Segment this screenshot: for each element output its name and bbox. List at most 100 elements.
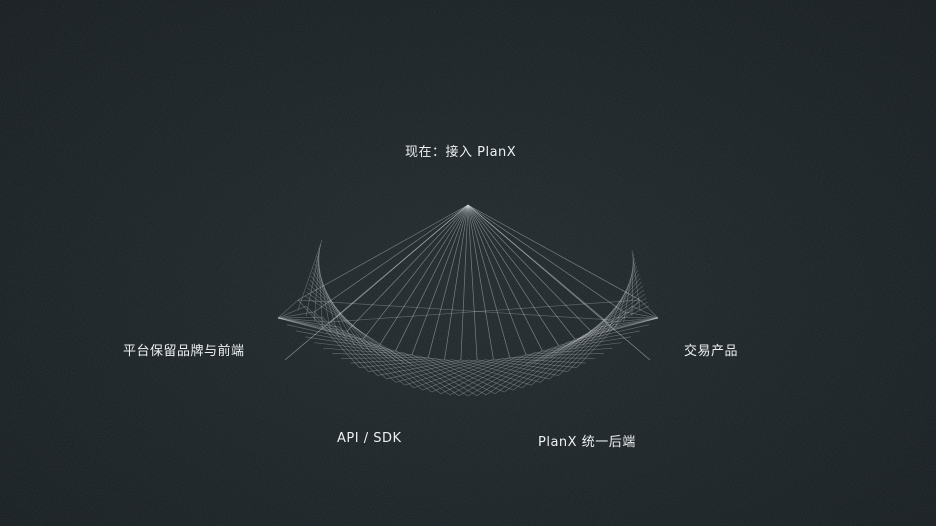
label-now-connect-planx: 现在：接入 PlanX xyxy=(405,145,517,160)
wing-string-right xyxy=(590,273,640,342)
wing-string-left xyxy=(306,291,405,364)
rim-string xyxy=(534,342,622,354)
rim-string xyxy=(444,358,523,389)
rim-string xyxy=(350,358,437,364)
rim-string xyxy=(576,299,641,368)
rim-string xyxy=(277,317,372,343)
wing-string-left xyxy=(309,279,380,356)
rim-string xyxy=(542,336,631,352)
wing-string-right xyxy=(550,293,646,359)
wing-string-right xyxy=(607,265,638,333)
rim-string xyxy=(428,357,505,393)
rim-string xyxy=(404,359,486,386)
rim-string xyxy=(440,355,519,395)
rim-string xyxy=(591,317,659,332)
rim-string xyxy=(277,305,307,319)
rim-string xyxy=(503,338,576,393)
rim-string xyxy=(639,299,659,319)
rim-string xyxy=(509,357,595,359)
wing-string-left xyxy=(313,267,356,346)
rim-string xyxy=(395,350,469,397)
apex-string xyxy=(467,204,494,360)
rim-string xyxy=(277,316,323,319)
rim-string xyxy=(368,359,453,372)
wing-string-right xyxy=(533,301,648,364)
wing-string-left xyxy=(316,255,331,333)
rim-string xyxy=(395,359,478,383)
apex-string xyxy=(314,204,469,313)
rim-string xyxy=(371,342,442,394)
rim-string xyxy=(341,357,429,359)
apex-string xyxy=(362,204,469,340)
wing-string-left xyxy=(297,239,323,311)
wing-string-right xyxy=(631,249,641,311)
apex-string xyxy=(467,204,559,346)
rim-string xyxy=(346,331,414,389)
rim-string xyxy=(549,317,616,380)
rim-string xyxy=(501,358,586,364)
rim-string xyxy=(379,345,451,396)
rim-string xyxy=(277,317,356,336)
rim-string xyxy=(631,305,659,319)
rim-string xyxy=(476,348,551,396)
apex-string xyxy=(467,204,543,351)
wing-string-left xyxy=(305,295,413,365)
rim-string xyxy=(525,347,613,355)
wing-string-left xyxy=(305,243,322,317)
rim-string xyxy=(305,305,369,372)
rim-string xyxy=(305,336,396,352)
apex-string xyxy=(467,204,592,332)
wing-string-right xyxy=(525,305,649,365)
rim-string xyxy=(531,326,600,386)
wing-string-right xyxy=(558,289,645,356)
rim-string xyxy=(277,317,339,328)
cross-string xyxy=(329,299,641,323)
apex-string xyxy=(467,204,511,358)
wing-string-right xyxy=(598,269,639,338)
rim-string xyxy=(485,359,568,372)
wing-string-left xyxy=(308,283,388,359)
rim-string xyxy=(522,331,592,389)
apex-string xyxy=(395,204,469,351)
rim-string xyxy=(323,347,413,355)
apex-string xyxy=(297,204,469,301)
wing-string-left xyxy=(310,275,372,353)
rim-string xyxy=(460,359,541,383)
cross-string xyxy=(467,204,651,361)
rim-string xyxy=(517,353,604,357)
wing-string-left xyxy=(312,271,364,350)
rim-string xyxy=(277,317,347,332)
wing-string-right xyxy=(623,257,635,322)
rim-string xyxy=(419,355,496,395)
rim-string xyxy=(314,342,404,354)
rim-string xyxy=(558,311,624,376)
rim-string xyxy=(297,299,360,368)
apex-string xyxy=(467,204,624,313)
rim-string xyxy=(512,335,584,391)
apex-string xyxy=(346,204,469,332)
cross-string xyxy=(284,204,469,361)
rim-string xyxy=(458,352,535,397)
rim-string xyxy=(431,357,510,393)
rim-string xyxy=(322,317,387,380)
rim-string xyxy=(607,317,659,323)
rim-string xyxy=(332,353,421,357)
rim-string xyxy=(567,305,633,372)
label-platform-brand-frontend: 平台保留品牌与前端 xyxy=(123,344,245,359)
rim-string xyxy=(468,359,550,380)
rim-string xyxy=(387,348,460,396)
rim-string xyxy=(413,358,494,389)
rim-string xyxy=(467,350,543,397)
rim-string xyxy=(485,345,559,396)
rim-string xyxy=(477,359,559,376)
rim-string xyxy=(277,311,315,319)
apex-string xyxy=(467,204,576,340)
rim-string xyxy=(550,330,640,349)
rim-string xyxy=(558,324,650,346)
rim-string xyxy=(436,358,514,391)
rim-string xyxy=(338,326,405,386)
rim-string xyxy=(354,335,424,391)
wing-string-left xyxy=(307,287,396,361)
rim-string xyxy=(286,324,380,346)
